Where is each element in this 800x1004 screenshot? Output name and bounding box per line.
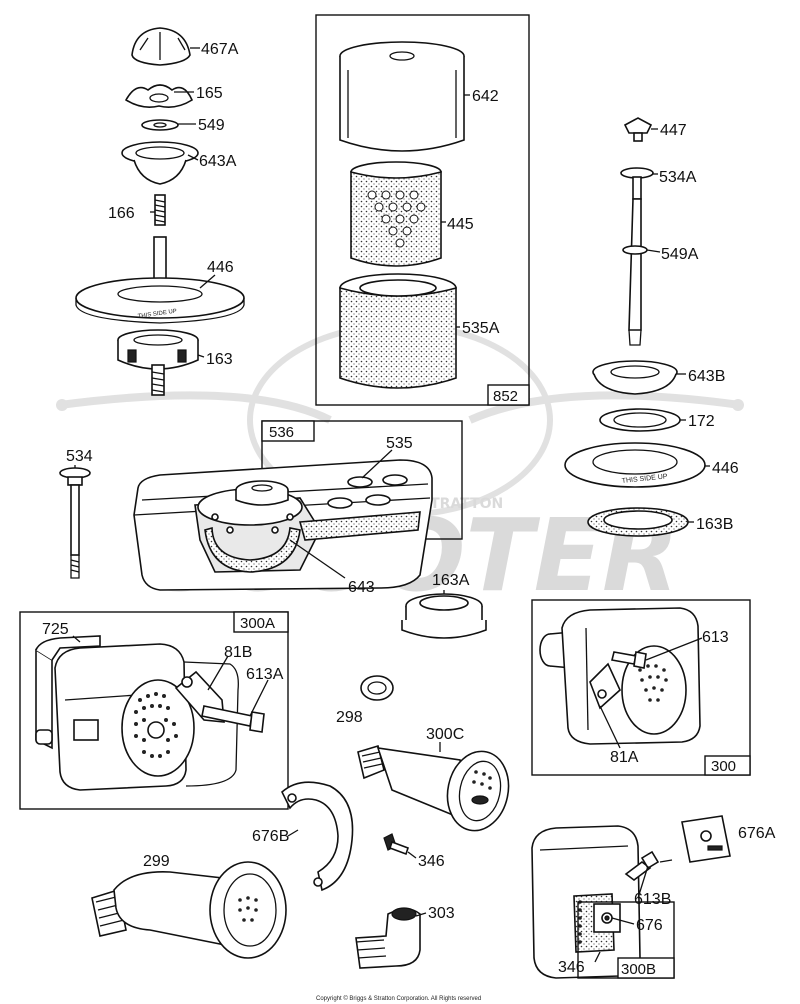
part-447[interactable]: [623, 117, 653, 142]
part-642[interactable]: [339, 41, 465, 152]
part-445[interactable]: [350, 161, 442, 267]
label-172: 172: [688, 413, 715, 430]
box-300B-label: 300B: [621, 961, 656, 978]
label-165: 165: [196, 85, 223, 102]
box-300-label: 300: [711, 758, 736, 775]
part-613B[interactable]: [624, 850, 660, 881]
label-81A: 81A: [610, 749, 639, 766]
copyright-notice: Copyright © Briggs & Stratton Corporatio…: [316, 995, 481, 1002]
label-300C: 300C: [426, 726, 464, 743]
label-166: 166: [108, 205, 135, 222]
label-303: 303: [428, 905, 455, 922]
label-549A: 549A: [661, 246, 699, 263]
label-346-center: 346: [418, 853, 445, 870]
part-613A[interactable]: [201, 705, 265, 733]
part-676B[interactable]: [281, 781, 354, 892]
box-536-label: 536: [269, 424, 294, 441]
part-300A-muffler[interactable]: [54, 643, 239, 791]
box-852-label: 852: [493, 388, 518, 405]
part-535A[interactable]: [339, 273, 457, 389]
part-labels: 467A 165 549 643A 166 446 163 642 445 53…: [42, 41, 776, 976]
part-534A-rod[interactable]: [620, 167, 654, 346]
label-446-right: 446: [712, 460, 739, 477]
part-163[interactable]: [117, 329, 199, 396]
part-172[interactable]: [599, 408, 681, 432]
part-534[interactable]: [59, 467, 91, 579]
label-163: 163: [206, 351, 233, 368]
label-298: 298: [336, 709, 363, 726]
part-300C[interactable]: [357, 744, 516, 837]
part-298[interactable]: [360, 675, 394, 701]
label-163A: 163A: [432, 572, 470, 589]
box-852: [315, 14, 530, 406]
label-613B: 613B: [634, 891, 671, 908]
label-642: 642: [472, 88, 499, 105]
box-300A-label: 300A: [240, 615, 275, 632]
part-300-muffler[interactable]: [539, 607, 701, 745]
label-535: 535: [386, 435, 413, 452]
label-676: 676: [636, 917, 663, 934]
label-346-bottom: 346: [558, 959, 585, 976]
box-300: [531, 599, 751, 776]
part-346-screw[interactable]: [383, 833, 410, 856]
label-467A: 467A: [201, 41, 239, 58]
box-300A-tag: [233, 611, 289, 633]
label-299: 299: [143, 853, 170, 870]
label-163B: 163B: [696, 516, 733, 533]
box-300B-tag: [617, 957, 675, 979]
label-643B: 643B: [688, 368, 725, 385]
part-166[interactable]: [154, 194, 166, 226]
label-534A: 534A: [659, 169, 697, 186]
svg-text:THIS SIDE UP: THIS SIDE UP: [621, 473, 668, 485]
label-535A: 535A: [462, 320, 500, 337]
part-643A[interactable]: [121, 141, 199, 185]
part-299[interactable]: [91, 861, 287, 959]
part-163B[interactable]: [587, 507, 689, 537]
svg-text:THIS SIDE UP: THIS SIDE UP: [137, 309, 177, 320]
part-446-plate[interactable]: THIS SIDE UP: [75, 236, 245, 324]
part-676A[interactable]: [681, 815, 731, 863]
label-534: 534: [66, 448, 93, 465]
label-81B: 81B: [224, 644, 252, 661]
box-536-tag: [261, 420, 315, 442]
box-852-tag: [487, 384, 530, 406]
part-467A[interactable]: [131, 27, 191, 66]
label-613: 613: [702, 629, 729, 646]
box-300-tag: [704, 755, 751, 776]
part-676-plate[interactable]: [593, 903, 621, 933]
part-725-bracket[interactable]: [35, 635, 101, 750]
label-447: 447: [660, 122, 687, 139]
part-536-body[interactable]: [133, 459, 433, 591]
label-725: 725: [42, 621, 69, 638]
label-549: 549: [198, 117, 225, 134]
part-446-right[interactable]: THIS SIDE UP: [564, 442, 706, 488]
label-676A: 676A: [738, 825, 776, 842]
label-643A: 643A: [199, 153, 237, 170]
box-300A: [19, 611, 289, 810]
label-676B: 676B: [252, 828, 289, 845]
part-303[interactable]: [355, 907, 421, 969]
label-613A: 613A: [246, 666, 284, 683]
label-446-left: 446: [207, 259, 234, 276]
part-549[interactable]: [141, 119, 179, 131]
label-445: 445: [447, 216, 474, 233]
part-165[interactable]: [124, 84, 194, 108]
part-163A[interactable]: [401, 593, 487, 639]
part-643B[interactable]: [592, 360, 678, 395]
leader-lines: [72, 47, 710, 963]
label-643: 643: [348, 579, 375, 596]
part-549A[interactable]: [622, 245, 648, 255]
part-613[interactable]: [611, 651, 647, 669]
